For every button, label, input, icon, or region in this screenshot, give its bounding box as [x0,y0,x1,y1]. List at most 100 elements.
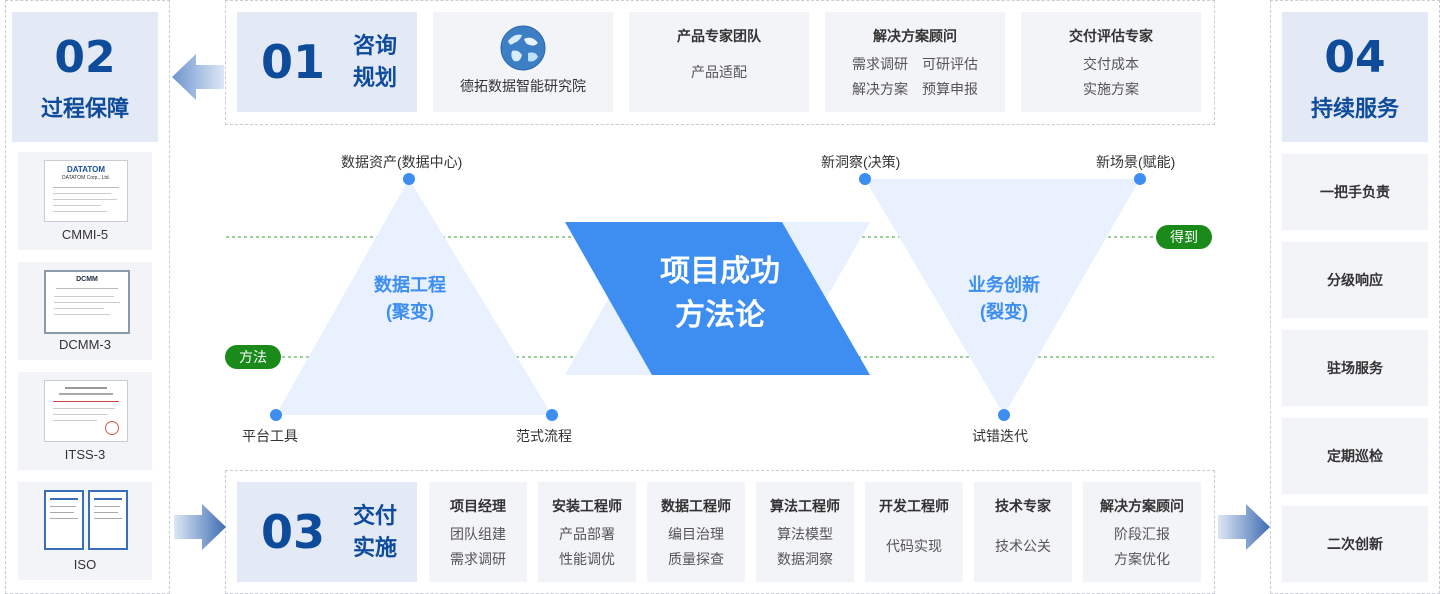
iso-certificate-image-2 [88,490,128,550]
consult-frame [225,0,1215,125]
arrow-right-to-03-icon [174,504,226,550]
methodology-title-line2: 方法论 [675,299,765,332]
business-innovation-label-line2: (裂变) [980,302,1028,322]
certificate-itss-caption: ITSS-3 [64,447,106,462]
phase-02-panel: 02 过程保障 [12,12,158,142]
label-platform-tools: 平台工具 [242,428,298,444]
delivery-card-dev-engineer: 开发工程师 代码实现 [865,482,963,582]
delivery-card-project-manager-line1: 团队组建 [450,526,506,542]
delivery-card-project-manager: 项目经理 团队组建 需求调研 [429,482,527,582]
label-new-insight: 新洞察(决策) [821,154,901,170]
arrow-left-icon [172,54,224,100]
globe-logo-icon [500,25,546,71]
certificate-itss: ITSS-3 [18,372,152,470]
delivery-card-install-engineer: 安装工程师 产品部署 性能调优 [538,482,636,582]
phase-03-name-line1: 交付 [353,503,398,528]
phase-03-number: 03 [261,505,326,559]
methodology-title-line1: 项目成功 [660,255,780,288]
delivery-card-install-engineer-title: 安装工程师 [552,498,622,514]
phase-03-panel: 03 交付 实施 [237,482,417,582]
iso-certificate-image-1 [44,490,84,550]
vertex-paradigm-process [546,409,558,421]
delivery-card-project-manager-line2: 需求调研 [450,551,506,567]
business-innovation-label-line1: 业务创新 [968,275,1040,295]
itss-certificate-image [44,380,128,442]
arrow-right-to-04-icon [1218,504,1270,550]
consult-card-institute: 德拓数据智能研究院 [433,12,613,112]
label-new-scenario: 新场景(赋能) [1096,154,1176,170]
consult-card-delivery-expert: 交付评估专家 交付成本 实施方案 [1021,12,1201,112]
delivery-card-solution-advisor-title: 解决方案顾问 [1100,498,1184,514]
service-item-tiered-response: 分级响应 [1282,242,1428,318]
center-parallelogram [565,222,870,375]
delivery-card-solution-advisor-line2: 方案优化 [1114,551,1170,567]
delivery-card-dev-engineer-line1: 代码实现 [886,538,942,554]
delivery-card-dev-engineer-title: 开发工程师 [879,498,949,514]
data-engineering-label-line2: (聚变) [386,302,434,322]
methodology-title: 项目成功 方法论 [600,250,840,338]
phase-03-name-line2: 实施 [353,535,398,560]
vertex-trial-iteration [998,409,1010,421]
business-innovation-label: 业务创新 (裂变) [934,272,1074,326]
phase-01-name-line1: 咨询 [353,33,398,58]
service-item-leader: 一把手负责 [1282,154,1428,230]
phase-01-number: 01 [261,35,326,89]
delivery-card-solution-advisor: 解决方案顾问 阶段汇报 方案优化 [1083,482,1201,582]
delivery-card-install-engineer-line2: 性能调优 [559,551,615,567]
consult-card-solution-advisor-title: 解决方案顾问 [873,28,957,44]
consult-card-product-team-title: 产品专家团队 [677,28,761,44]
service-item-inspection: 定期巡检 [1282,418,1428,494]
cmmi-certificate-image: DATATOM DATATOM Corp., Ltd. [44,160,128,222]
label-data-asset: 数据资产(数据中心) [341,154,463,170]
consult-card-institute-title: 德拓数据智能研究院 [460,78,586,94]
method-pill: 方法 [225,345,281,369]
consult-card-solution-advisor-line2: 解决方案 预算申报 [852,81,978,97]
certificate-dcmm-caption: DCMM-3 [59,337,111,352]
service-item-innovation: 二次创新 [1282,506,1428,582]
delivery-card-algorithm-engineer-line2: 数据洞察 [777,551,833,567]
certificate-cmmi-caption: CMMI-5 [61,227,109,242]
vertex-platform-tools [270,409,282,421]
consult-card-product-team: 产品专家团队 产品适配 [629,12,809,112]
delivery-card-tech-expert: 技术专家 技术公关 [974,482,1072,582]
phase-04-number: 04 [1324,32,1386,83]
consult-card-solution-advisor: 解决方案顾问 需求调研 可研评估 解决方案 预算申报 [825,12,1005,112]
phase-04-panel: 04 持续服务 [1282,12,1428,142]
service-item-onsite: 驻场服务 [1282,330,1428,406]
dcmm-doc-header: DCMM [76,276,98,283]
phase-04-name: 持续服务 [1310,96,1399,121]
delivery-card-data-engineer-line2: 质量探查 [668,551,724,567]
data-engineering-label-line1: 数据工程 [374,275,446,295]
delivery-card-algorithm-engineer-title: 算法工程师 [770,498,840,514]
data-engineering-label: 数据工程 (聚变) [340,272,480,326]
certificate-iso-caption: ISO [73,557,97,572]
phase-01-panel: 01 咨询 规划 [237,12,417,112]
vertex-data-asset [403,173,415,185]
certificate-dcmm: DCMM DCMM-3 [18,262,152,360]
cmmi-doc-sub: DATATOM Corp., Ltd. [62,175,110,181]
delivery-card-solution-advisor-line1: 阶段汇报 [1114,526,1170,542]
vertex-new-insight [859,173,871,185]
delivery-card-data-engineer-line1: 编目治理 [668,526,724,542]
certificate-cmmi: DATATOM DATATOM Corp., Ltd. CMMI-5 [18,152,152,250]
cmmi-doc-header: DATATOM [66,165,106,174]
dcmm-certificate-image: DCMM [44,270,130,334]
label-trial-iteration: 试错迭代 [972,428,1028,444]
vertex-new-scenario [1134,173,1146,185]
delivery-card-algorithm-engineer-line1: 算法模型 [777,526,833,542]
consult-card-delivery-expert-line1: 交付成本 [1083,56,1139,72]
phase-02-name: 过程保障 [40,96,129,121]
delivery-card-tech-expert-line1: 技术公关 [995,538,1051,554]
delivery-card-data-engineer: 数据工程师 编目治理 质量探查 [647,482,745,582]
delivery-card-algorithm-engineer: 算法工程师 算法模型 数据洞察 [756,482,854,582]
phase-01-name-line2: 规划 [353,65,398,90]
gain-pill: 得到 [1156,225,1212,249]
business-innovation-triangle [865,179,1140,415]
consult-card-delivery-expert-title: 交付评估专家 [1069,28,1153,44]
certificate-iso: ISO [18,482,152,580]
delivery-card-tech-expert-title: 技术专家 [995,498,1051,514]
consult-card-product-team-line: 产品适配 [691,64,747,80]
consult-card-solution-advisor-line1: 需求调研 可研评估 [852,56,978,72]
delivery-card-project-manager-title: 项目经理 [450,498,506,514]
